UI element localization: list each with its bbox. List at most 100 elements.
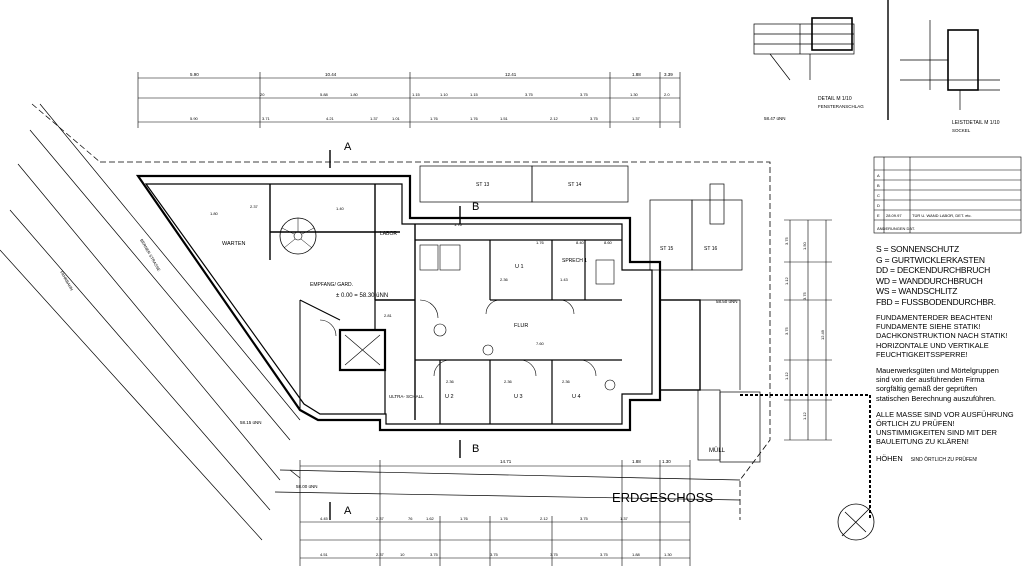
dim-bottom2-3: 1.62 bbox=[426, 516, 435, 521]
dim-top1-1: 10.44 bbox=[325, 72, 337, 77]
section-b-top: B bbox=[472, 201, 479, 213]
notes: FUNDAMENTERDER BEACHTEN! FUNDAMENTE SIEH… bbox=[876, 313, 1022, 472]
street-label-2: FAHRBAHN bbox=[59, 270, 74, 291]
note-line: FEUCHTIGKEITSSPERRE! bbox=[876, 349, 968, 359]
dim-bottom3-0: 4.51 bbox=[320, 552, 329, 557]
room-flur: FLUR bbox=[514, 323, 528, 329]
level-left: 58.15 üNN bbox=[240, 420, 262, 425]
dim-bottom2-5: 1.76 bbox=[500, 516, 509, 521]
dim-room-3: 2.36 bbox=[500, 277, 509, 282]
level-top: 58.47 üNN bbox=[764, 116, 786, 121]
rev-row-c: C bbox=[877, 193, 880, 198]
dim-right-0: 3.75 bbox=[784, 236, 789, 245]
rev-text: TÜR U. WAND LABOR, DET. etc. bbox=[912, 213, 972, 218]
legend-item: WS = WANDSCHLITZ bbox=[876, 286, 958, 296]
detail1-sub: FENSTERANSCHLAG bbox=[818, 104, 864, 109]
note-line: Mauerwerksgüten und Mörtelgruppen bbox=[876, 366, 999, 376]
dim-bottom2-6: 2.12 bbox=[540, 516, 549, 521]
dim-top1-4: 3.39 bbox=[664, 72, 673, 77]
dim-bottom2-0: 4.45 bbox=[320, 516, 329, 521]
room-ultraschall: ULTRA- SCHALL bbox=[389, 394, 424, 399]
dim-top3-0: 5.90 bbox=[190, 116, 199, 121]
dim-top3-7: 1.51 bbox=[500, 116, 509, 121]
dim-top2-2: 1.80 bbox=[350, 92, 359, 97]
level-main: ± 0.00 = 58.30 üNN bbox=[336, 293, 388, 299]
dim-top3-4: 1.01 bbox=[392, 116, 401, 121]
note-line: ALLE MASSE SIND VOR AUSFÜHRUNG bbox=[876, 409, 1014, 419]
dim-room-1: 2.37 bbox=[250, 204, 259, 209]
note-line: DACHKONSTRUKTION NACH STATIK! bbox=[876, 331, 1008, 341]
legend-item: G = GURTWICKLERKASTEN bbox=[876, 254, 985, 265]
dim-top2-5: 1.15 bbox=[470, 92, 479, 97]
parking-st14: ST 14 bbox=[568, 182, 581, 188]
dim-top1-2: 12.41 bbox=[505, 72, 517, 77]
rev-row-a: A bbox=[877, 173, 880, 178]
rev-row-b: B bbox=[877, 183, 880, 188]
dim-bottom2-1: 2.37 bbox=[376, 516, 385, 521]
dim-room-10: 1.76 bbox=[454, 222, 463, 227]
legend-item: DD = DECKENDURCHBRUCH bbox=[876, 265, 991, 275]
dim-top2-4: 1.10 bbox=[440, 92, 449, 97]
dim-bottom3-5: 3.75 bbox=[550, 552, 559, 557]
dim-top2-8: 1.30 bbox=[630, 92, 639, 97]
dim-bottom1-1: 1.88 bbox=[632, 459, 641, 464]
dim-room-6: 2.36 bbox=[446, 379, 455, 384]
rev-row-e: E bbox=[877, 213, 880, 218]
legend: S = SONNENSCHUTZ G = GURTWICKLERKASTEN D… bbox=[876, 244, 1021, 307]
room-warten: WARTEN bbox=[222, 241, 246, 247]
rev-row-d: D bbox=[877, 203, 880, 208]
dim-bottom1-0: 14.71 bbox=[500, 459, 512, 464]
rev-date: 28.09.97 bbox=[886, 213, 902, 218]
detail1-title: DETAIL M 1/10 bbox=[818, 96, 852, 102]
dim-right-2: 3.75 bbox=[784, 326, 789, 335]
note-line: UNSTIMMIGKEITEN SIND MIT DER bbox=[876, 428, 997, 438]
dim-top2-7: 3.75 bbox=[580, 92, 589, 97]
level-bottom: 58.00 üNN bbox=[296, 484, 318, 489]
dim-right-4: 3.75 bbox=[802, 291, 807, 300]
note-line: BAULEITUNG ZU KLÄREN! bbox=[876, 437, 969, 447]
detail2-sub: SOCKEL bbox=[952, 128, 971, 133]
room-sprech1: SPRECH 1 bbox=[562, 258, 587, 264]
dim-room-9: 1.43 bbox=[560, 277, 569, 282]
dim-top3-2: 4.21 bbox=[326, 116, 335, 121]
dim-top3-1: 3.71 bbox=[262, 116, 271, 121]
dim-top2-1: 5.88 bbox=[320, 92, 329, 97]
rev-footer: ÄNDERUNGEN DAT. bbox=[877, 226, 915, 231]
dim-room-7: 2.36 bbox=[504, 379, 513, 384]
detail2-title: LEISTDETAIL M 1/10 bbox=[952, 120, 1000, 126]
dim-right-7: 12.49 bbox=[820, 329, 825, 340]
room-u1: U 1 bbox=[515, 264, 524, 270]
dim-top3-6: 1.76 bbox=[470, 116, 479, 121]
dim-top3-5: 1.76 bbox=[430, 116, 439, 121]
note-line: ÖRTLICH ZU PRÜFEN! bbox=[876, 419, 955, 429]
note-line: FUNDAMENTE SIEHE STATIK! bbox=[876, 322, 981, 332]
dim-top2-0: 20 bbox=[260, 92, 265, 97]
level-right: 58.50 üNN bbox=[716, 299, 738, 304]
dim-top3-8: 2.12 bbox=[550, 116, 559, 121]
dim-room-8: 2.36 bbox=[562, 379, 571, 384]
note-line: sind von der ausführenden Firma bbox=[876, 375, 985, 385]
legend-item: WD = WANDDURCHBRUCH bbox=[876, 275, 983, 286]
dim-bottom3-6: 3.75 bbox=[600, 552, 609, 557]
title-erdgeschoss: ERDGESCHOSS bbox=[612, 490, 713, 505]
dim-bottom3-7: 1.88 bbox=[632, 552, 641, 557]
parking-st16: ST 16 bbox=[704, 246, 717, 252]
dim-top2-6: 3.75 bbox=[525, 92, 534, 97]
section-a-top: A bbox=[344, 141, 352, 153]
legend-item: S = SONNENSCHUTZ bbox=[876, 244, 959, 254]
dim-right-1: 1.12 bbox=[784, 276, 789, 285]
dim-top3-3: 1.37 bbox=[370, 116, 379, 121]
dim-bottom3-4: 3.75 bbox=[490, 552, 499, 557]
note-line: HÖHEN bbox=[876, 453, 903, 463]
dim-bottom3-1: 2.37 bbox=[376, 552, 385, 557]
dim-right-5: 1.12 bbox=[802, 411, 807, 420]
dim-bottom2-4: 1.76 bbox=[460, 516, 469, 521]
dim-right-3: 1.12 bbox=[784, 371, 789, 380]
note-line: FUNDAMENTERDER BEACHTEN! bbox=[876, 313, 993, 322]
room-muell: MÜLL bbox=[709, 447, 726, 454]
dim-top3-10: 1.37 bbox=[632, 116, 641, 121]
dim-bottom3-8: 1.30 bbox=[664, 552, 673, 557]
room-u3: U 3 bbox=[514, 394, 523, 400]
note-line: SIND ÖRTLICH ZU PRÜFEN! bbox=[910, 456, 978, 463]
